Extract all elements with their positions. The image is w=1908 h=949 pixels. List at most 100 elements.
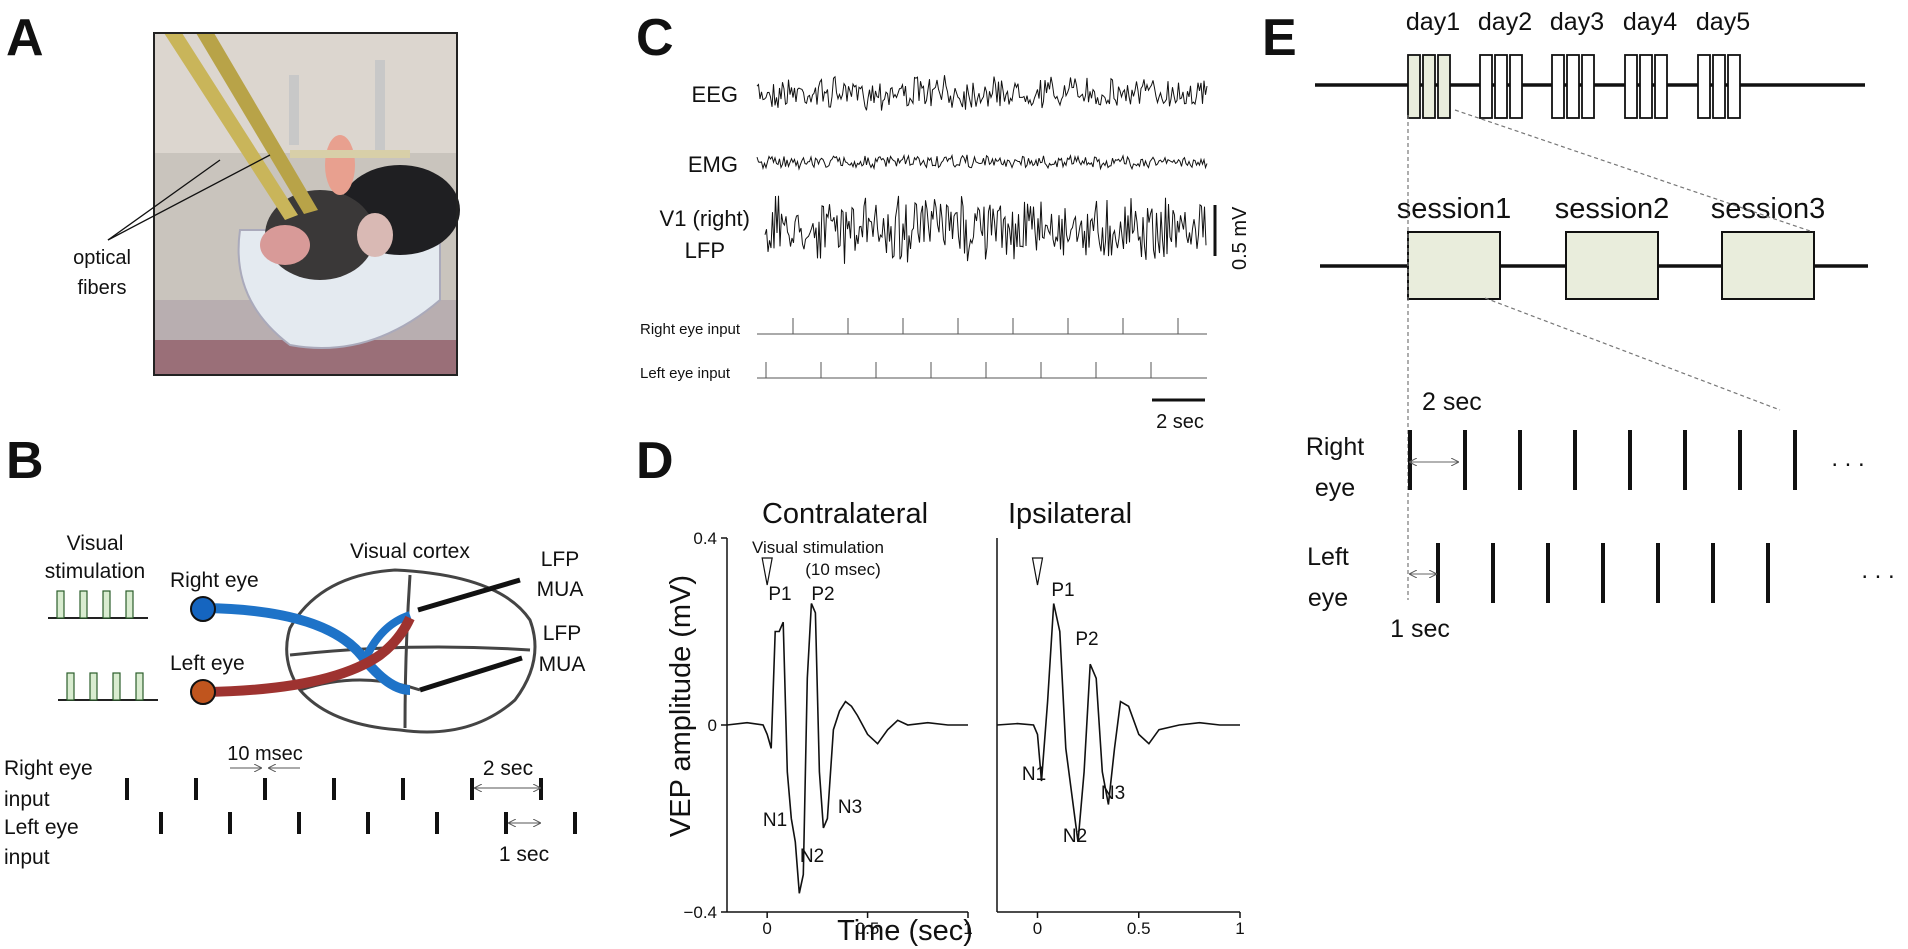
- visual-stimulation-annotation: Visual stimulation: [752, 538, 884, 557]
- offset-1sec-label: 1 sec: [499, 843, 549, 866]
- peak-label-n2: N2: [1063, 826, 1087, 847]
- day-session-box: [1407, 54, 1421, 119]
- day-session-box: [1437, 54, 1451, 119]
- pulse-width-label: 10 msec: [227, 743, 303, 765]
- panel-label-a: A: [6, 9, 44, 67]
- peak-label-n3: N3: [838, 797, 862, 818]
- y-tick-label: −0.4: [683, 903, 717, 922]
- day-label: day1: [1406, 8, 1460, 36]
- left-eye-input-pulses: [159, 812, 577, 834]
- x-tick-label: 1: [963, 919, 972, 938]
- peak-label-p2: P2: [811, 584, 834, 605]
- day-session-box: [1566, 54, 1580, 119]
- x-tick-label: 1: [1235, 919, 1244, 938]
- e-left-eye-label-2: eye: [1308, 584, 1348, 612]
- panel-label-b: B: [6, 432, 44, 490]
- day-session-box: [1697, 54, 1711, 119]
- panel-label-d: D: [636, 432, 674, 490]
- e-left-ellipsis: . . .: [1861, 557, 1894, 584]
- stimulus-pulse-train-right: [48, 590, 148, 619]
- day-session-box: [1509, 54, 1523, 119]
- day-label: day3: [1550, 8, 1604, 36]
- optical-fibers-callout: optical fibers: [73, 154, 271, 299]
- electrode1-mua-label: MUA: [537, 578, 584, 601]
- peak-label-p1: P1: [768, 584, 791, 605]
- vep-trace-ipsilateral: [996, 603, 1240, 843]
- mouse-photo: [153, 32, 460, 376]
- peak-label-n2: N2: [800, 846, 824, 867]
- visual-stimulation-label-2: stimulation: [45, 560, 145, 583]
- y-tick-label: 0.4: [693, 529, 717, 548]
- voltage-scale-label: 0.5 mV: [1229, 206, 1251, 270]
- peak-label-n3: N3: [1101, 783, 1125, 804]
- x-tick-label: 0: [1033, 919, 1042, 938]
- e-left-eye-pulses: [1436, 543, 1770, 603]
- eeg-trace: [756, 75, 1208, 111]
- session-box: [1407, 231, 1501, 300]
- day-session-box: [1639, 54, 1653, 119]
- y-tick-label: 0: [708, 716, 717, 735]
- zoom-guide-session: [1484, 297, 1781, 411]
- e-right-eye-pulses: [1408, 430, 1797, 490]
- contralateral-title: Contralateral: [762, 498, 928, 530]
- optical-fibers-label-2: fibers: [78, 277, 127, 299]
- peak-label-n1: N1: [763, 810, 787, 831]
- peak-label-p2: P2: [1075, 629, 1098, 650]
- day-session-box: [1581, 54, 1595, 119]
- left-eye-label: Left eye: [170, 652, 245, 675]
- day-session-box: [1551, 54, 1565, 119]
- emg-trace: [756, 153, 1208, 171]
- c-left-eye-input-label: Left eye input: [640, 365, 731, 382]
- session-label: session2: [1555, 193, 1669, 225]
- d-y-axis-label: VEP amplitude (mV): [665, 575, 697, 837]
- e-offset-label: 1 sec: [1390, 615, 1450, 643]
- v1-label-1: V1 (right): [660, 206, 750, 231]
- stimulus-marker: [1031, 557, 1044, 586]
- c-right-eye-input-trace: [757, 318, 1207, 335]
- stimulus-marker: [761, 557, 773, 586]
- vep-trace-contralateral: [726, 603, 968, 894]
- visual-stimulation-label-1: Visual: [67, 532, 124, 555]
- session-label: session3: [1711, 193, 1825, 225]
- c-right-eye-input-label: Right eye input: [640, 321, 741, 338]
- eeg-label: EEG: [692, 82, 738, 107]
- panel-label-e: E: [1262, 9, 1297, 67]
- time-scale-label: 2 sec: [1156, 411, 1204, 433]
- e-left-eye-label-1: Left: [1307, 543, 1349, 571]
- day-session-box: [1494, 54, 1508, 119]
- emg-label: EMG: [688, 152, 738, 177]
- visual-pathways: [190, 596, 415, 705]
- visual-cortex-label: Visual cortex: [350, 540, 470, 563]
- x-tick-label: 0.5: [1127, 919, 1151, 938]
- c-left-eye-input-trace: [757, 362, 1207, 379]
- session-label: session1: [1397, 193, 1511, 225]
- day-label: day2: [1478, 8, 1532, 36]
- stimulus-pulse-train-left: [58, 672, 158, 701]
- electrode2-mua-label: MUA: [539, 653, 586, 676]
- x-tick-label: 0.5: [856, 919, 880, 938]
- electrode2-lfp-label: LFP: [543, 622, 582, 645]
- day-timeline: day1 day2 day3 day4 day5: [1315, 8, 1865, 119]
- peak-label-n1: N1: [1022, 764, 1046, 785]
- day-session-box: [1422, 54, 1436, 119]
- ipsilateral-title: Ipsilateral: [1008, 498, 1132, 530]
- e-interval-label: 2 sec: [1422, 388, 1482, 416]
- d-x-axis-label: Time (sec): [837, 915, 973, 947]
- peak-label-p1: P1: [1051, 580, 1074, 601]
- day-label: day4: [1623, 8, 1677, 36]
- day-session-box: [1712, 54, 1726, 119]
- right-eye-input-label-1: Right eye: [4, 757, 93, 780]
- zoom-guide-right: [1454, 109, 1814, 233]
- session-box: [1721, 231, 1815, 300]
- v1-lfp-trace: [764, 195, 1207, 264]
- right-eye-input-pulses: [125, 778, 543, 800]
- day-label: day5: [1696, 8, 1750, 36]
- interval-2sec-label: 2 sec: [483, 757, 533, 780]
- e-right-eye-label-2: eye: [1315, 474, 1355, 502]
- electrodes: [417, 577, 523, 693]
- visual-stimulation-duration: (10 msec): [805, 560, 881, 579]
- day-session-box: [1479, 54, 1493, 119]
